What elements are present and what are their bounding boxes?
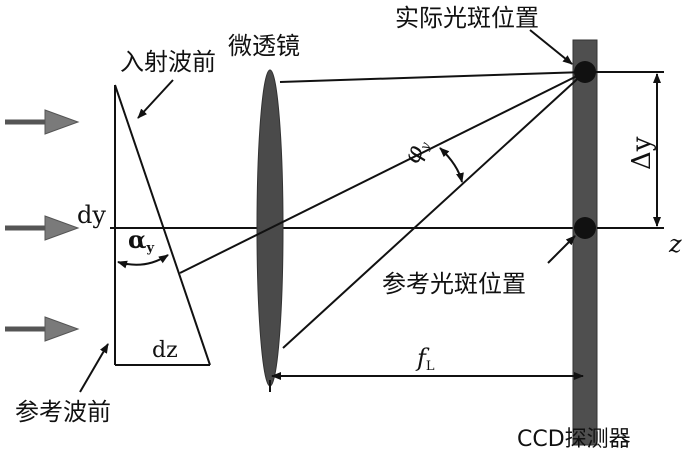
phi-angle-arc (439, 147, 464, 183)
label-incident-wavefront: 入射波前 (120, 48, 216, 76)
rays (179, 71, 586, 349)
ray-top (279, 71, 586, 83)
wavefront-triangle (114, 84, 211, 366)
alpha-angle-arc (117, 254, 169, 269)
label-phi-y: φy (397, 135, 432, 167)
label-focal-length: fL (415, 344, 435, 374)
label-actual-spot: 实际光斑位置 (395, 4, 539, 32)
delta-y-dimension (595, 71, 664, 229)
label-dz: dz (152, 338, 178, 363)
leader-reference-wavefront (79, 343, 109, 393)
label-dy: dy (77, 201, 106, 229)
label-delta-y: Δy (627, 136, 657, 170)
incident-arrow-bottom (5, 316, 80, 342)
incident-arrow-top (5, 109, 80, 135)
svg-text:φy: φy (397, 135, 432, 167)
label-alpha-y: αy (128, 225, 154, 256)
label-microlens: 微透镜 (228, 32, 300, 60)
actual-spot-dot (574, 61, 596, 83)
incident-beam-arrows (5, 109, 80, 342)
label-ccd-detector: CCD探测器 (517, 427, 631, 452)
incident-arrow-middle (5, 215, 80, 241)
label-z-axis: z (668, 230, 682, 258)
svg-text:Δy: Δy (627, 136, 657, 170)
label-alpha-y-sub: y (145, 241, 154, 256)
leader-incident-wavefront (137, 79, 174, 119)
incident-wavefront-line (114, 84, 211, 366)
leader-reference-spot (547, 235, 576, 264)
label-reference-spot: 参考光斑位置 (382, 270, 526, 298)
ray-bottom (282, 71, 586, 349)
ccd-detector-bar (572, 39, 598, 446)
reference-spot-dot (574, 217, 596, 239)
leader-arrows (79, 29, 576, 393)
ray-tilted-chief (179, 71, 586, 274)
leader-actual-spot (529, 29, 573, 65)
label-reference-wavefront: 参考波前 (15, 398, 111, 426)
